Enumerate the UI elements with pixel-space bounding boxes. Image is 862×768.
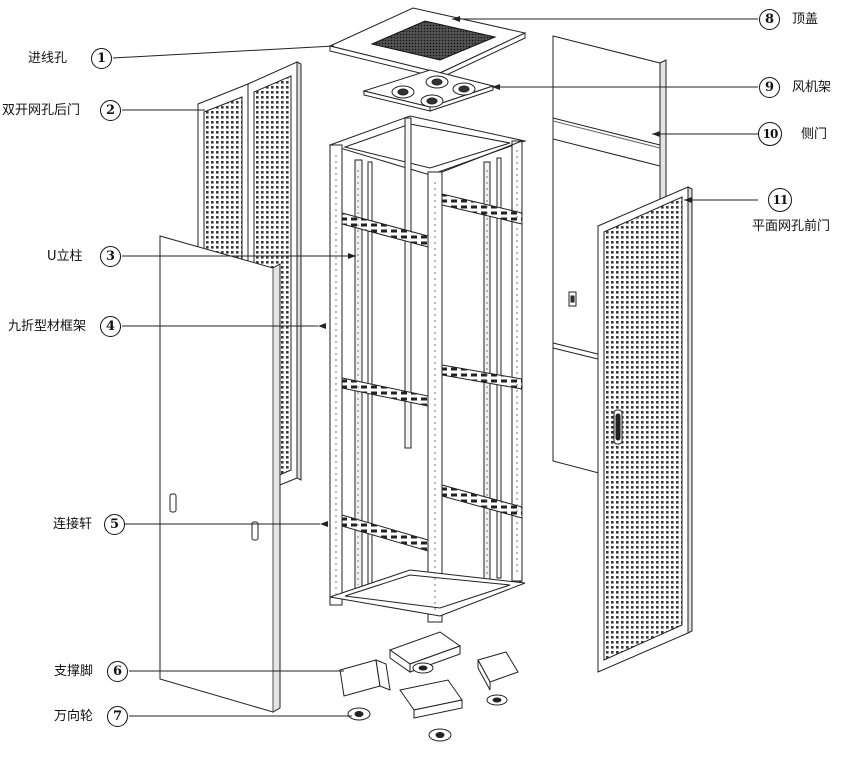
leader-lines	[112, 18, 758, 717]
callout-number-5: 5	[104, 514, 125, 535]
callout-number-1: 1	[91, 48, 112, 69]
label-text-10: 侧门	[801, 127, 828, 142]
top-cover	[328, 7, 527, 79]
callout-number-8: 8	[759, 9, 780, 30]
label-text-8: 顶盖	[792, 12, 819, 27]
label-text-3: U立柱	[47, 249, 83, 264]
callout-number-7: 7	[107, 706, 128, 727]
label-text-2: 双开网孔后门	[2, 103, 81, 118]
label-text-4: 九折型材框架	[8, 319, 87, 334]
leader-arrows	[318, 16, 692, 527]
fan-tray	[362, 69, 495, 112]
label-text-5: 连接轩	[53, 517, 93, 532]
label-text-7: 万向轮	[54, 709, 94, 724]
callout-number-4: 4	[100, 316, 121, 337]
label-text-1: 进线孔	[28, 51, 68, 66]
callout-number-6: 6	[107, 661, 128, 682]
callout-number-10: 10	[758, 122, 782, 146]
callout-number-2: 2	[100, 100, 121, 121]
cabinet-frame	[328, 115, 527, 623]
label-text-11: 平面网孔前门	[752, 219, 831, 234]
support-feet-and-casters	[339, 631, 519, 742]
callout-number-9: 9	[759, 77, 780, 98]
left-door	[159, 235, 281, 713]
front-perforated-door	[597, 186, 693, 673]
callout-number-3: 3	[100, 246, 121, 267]
label-text-6: 支撑脚	[54, 664, 94, 679]
label-text-9: 风机架	[792, 80, 832, 95]
callout-number-11: 11	[768, 188, 792, 212]
